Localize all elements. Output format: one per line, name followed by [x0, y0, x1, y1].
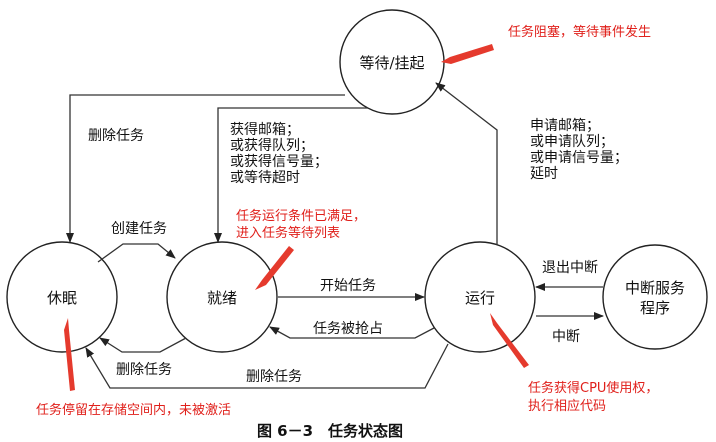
edge-ready-to-dormant	[99, 337, 187, 353]
edge-label-create: 创建任务	[111, 221, 167, 237]
edge-label-running-to-wait: 申请邮箱； 或申请队列； 或申请信号量； 延时	[530, 118, 632, 182]
state-running-label: 运行	[465, 289, 495, 307]
annotation-ready: 任务运行条件已满足， 进入任务等待列表	[236, 208, 370, 241]
edge-running-to-dormant	[85, 343, 449, 389]
edge-label-exit-isr: 退出中断	[542, 260, 598, 276]
edge-waiting-to-ready	[214, 107, 368, 243]
edge-label-delete-running: 删除任务	[246, 369, 302, 385]
figure-caption: 图 6－3 任务状态图	[257, 422, 403, 440]
state-isr-label-line1: 中断服务	[625, 279, 685, 297]
edge-label-wait-to-ready: 获得邮箱； 或获得队列； 或获得信号量； 或等待超时	[230, 121, 332, 186]
state-isr-label-line2: 程序	[640, 299, 670, 317]
edge-label-preempt: 任务被抢占	[313, 320, 383, 337]
edge-label-delete-ready: 删除任务	[116, 362, 172, 378]
edge-label-start: 开始任务	[320, 278, 376, 294]
annotation-arrow-dormant	[64, 318, 75, 391]
state-dormant-label: 休眠	[47, 289, 77, 307]
annotation-arrow-ready	[255, 246, 294, 290]
state-dormant-circle	[6, 241, 118, 353]
edge-label-delete-top: 删除任务	[88, 128, 144, 144]
edge-waiting-to-dormant	[66, 94, 345, 243]
annotation-arrow-waiting	[441, 44, 494, 64]
edge-label-interrupt: 中断	[552, 329, 580, 345]
annotation-arrow-running	[490, 313, 529, 368]
state-isr-circle	[602, 244, 708, 350]
edge-dormant-to-ready	[97, 243, 176, 263]
edge-running-to-ready	[269, 326, 435, 339]
annotation-dormant: 任务停留在存储空间内，未被激活	[36, 402, 231, 418]
annotation-waiting: 任务阻塞，等待事件发生	[508, 24, 651, 40]
edge-running-to-waiting	[435, 82, 498, 245]
state-waiting-label: 等待/挂起	[359, 54, 424, 72]
state-ready-label: 就绪	[207, 289, 237, 307]
annotation-running: 任务获得CPU使用权， 执行相应代码	[528, 380, 663, 414]
state-ready-circle	[166, 241, 278, 353]
state-running-circle	[424, 241, 536, 353]
